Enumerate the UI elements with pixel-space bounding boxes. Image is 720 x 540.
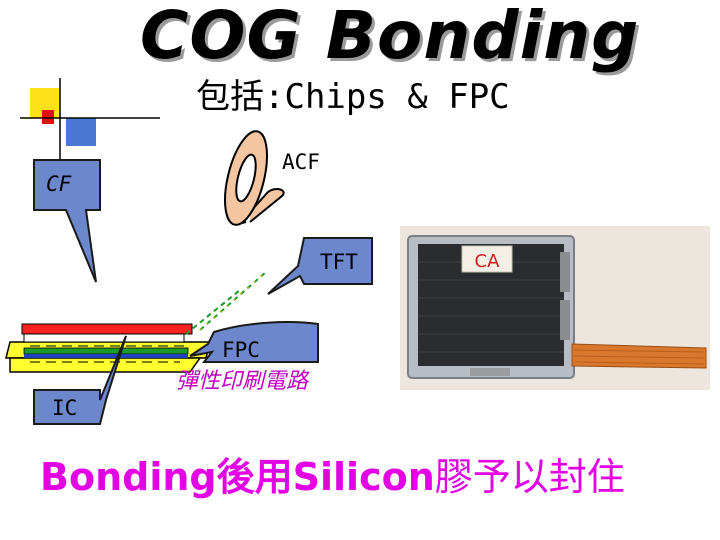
fpc-chinese-label: 彈性印刷電路 — [176, 369, 309, 394]
ca-sticker — [461, 245, 513, 273]
slide-title: COG Bonding — [140, 0, 640, 74]
decor-square-blue — [66, 118, 96, 146]
ic-label: IC — [52, 396, 78, 420]
acf-tape-roll — [224, 130, 285, 226]
ic-callout — [33, 335, 127, 425]
decor-square-red — [42, 110, 54, 124]
layer-blue — [24, 354, 188, 358]
ca-sticker-text: CA — [475, 251, 501, 272]
fpc-label: FPC — [222, 338, 260, 362]
alignment-guides — [185, 271, 267, 335]
bottom-note: Bonding後用Silicon膠予以封住 — [40, 452, 625, 502]
layer-yellow-lower — [9, 357, 202, 373]
layer-green — [23, 347, 189, 355]
layer-white — [23, 333, 185, 343]
acf-label: ACF — [282, 150, 320, 174]
slide-subtitle: 包括:Chips & FPC — [196, 77, 510, 117]
bonding-layer-stack — [5, 323, 211, 373]
cf-callout — [33, 159, 101, 283]
tft-label: TFT — [320, 250, 358, 274]
fpc-callout — [189, 321, 319, 363]
layer-red — [21, 323, 193, 335]
cog-module-photo: CA — [400, 226, 710, 390]
bottom-note-silicon: Silicon — [292, 455, 435, 499]
bottom-note-seal: 膠予以封住 — [434, 455, 625, 499]
bottom-note-after-use: 後用 — [216, 455, 293, 499]
tft-callout — [267, 237, 373, 295]
cf-label: CF — [46, 172, 72, 196]
bottom-note-bonding: Bonding — [40, 455, 217, 499]
